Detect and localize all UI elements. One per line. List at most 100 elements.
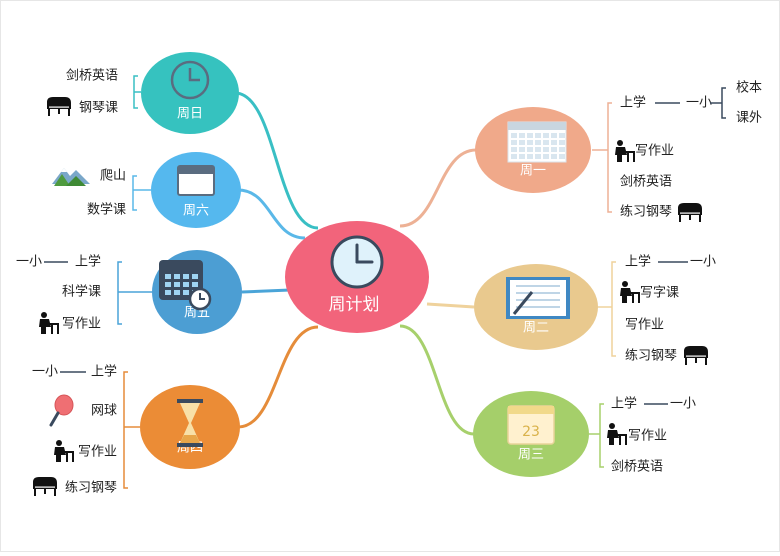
calendar-cell [165,290,171,295]
calendar-grid-cell [519,133,525,138]
hourglass-glass [180,403,200,443]
calendar-grid-cell [551,133,557,138]
calendar-cell [192,274,198,279]
calendar-grid-cell [535,154,541,159]
connector-tuesday [426,302,475,309]
calendar-cell [165,274,171,279]
tuesday-bracket [611,261,616,357]
wednesday-subitem-yixiao: 一小 [670,397,696,412]
monday-subsub-school-based: 校本 [736,80,762,96]
calendar-grid-header [508,122,566,130]
calendar-cell [165,282,171,287]
thursday-bracket [123,371,128,489]
node-saturday-label: 周六 [183,204,209,219]
calendar-grid-cell [551,147,557,152]
calendar-grid-cell [511,133,517,138]
thursday-item-tennis: 网球 [91,404,117,419]
monday-item-school: 上学 [620,95,646,111]
node-sunday-label: 周日 [177,107,203,122]
calendar-cell [174,282,180,287]
hourglass-sand [180,435,200,443]
monday-subitem-yixiao: 一小 [686,96,712,111]
calendar-grid-cell [559,147,565,152]
monday-item-homework: 写作业 [635,144,674,159]
calendar-day-header [508,406,554,414]
tuesday-item-homework: 写作业 [625,318,664,333]
friday-item-science: 科学课 [62,284,101,300]
calendar-cell [174,274,180,279]
node-sunday [141,52,239,134]
calendar-cell [183,274,189,279]
node-monday-label: 周一 [520,164,546,179]
saturday-bracket [132,175,137,211]
calendar-grid-cell [527,133,533,138]
clock-outline-hands [188,68,200,82]
calendar-cell [183,282,189,287]
calendar-grid-cell [551,154,557,159]
calendar-icon-header [178,166,214,174]
hourglass-base [177,443,203,447]
node-layer: 周计划周日周六周五周四周一周二周三23剑桥英语钢琴课爬山数学课上学一小科学课写作… [16,52,762,496]
connector-thursday [237,325,319,429]
calendar-grid-cell [527,154,533,159]
calendar-grid-cell [543,154,549,159]
tuesday-item-calligraphy: 写字课 [640,286,679,301]
calendar-cell [174,290,180,295]
calendar-grid-cell [559,133,565,138]
connector-friday [241,288,291,294]
hourglass-icon [177,399,203,403]
tuesday-item-school: 上学 [625,254,651,270]
calendar-cell [183,290,189,295]
calendar-grid-cell [511,154,517,159]
calendar-grid-cell [511,140,517,145]
calendar-grid-cell [511,147,517,152]
monday-subsub-bracket [721,87,726,119]
saturday-item-hiking: 爬山 [100,169,126,184]
calendar-grid-cell [527,147,533,152]
center-title: 周计划 [329,295,380,315]
friday-item-homework: 写作业 [62,317,101,332]
calendar-grid-cell [519,147,525,152]
thursday-subitem-yixiao: 一小 [32,365,58,380]
calendar-grid-cell [559,154,565,159]
calendar-grid-cell [519,154,525,159]
sunday-item-cambridge-english: 剑桥英语 [66,68,118,84]
clock-outline-icon [170,60,210,100]
friday-item-school: 上学 [75,254,101,270]
monday-item-cambridge-english: 剑桥英语 [620,174,672,190]
calendar-grid-cell [543,140,549,145]
thursday-item-piano: 练习钢琴 [65,481,117,496]
connector-wednesday [399,324,475,436]
wednesday-bracket [599,403,604,468]
monday-item-piano: 练习钢琴 [620,205,672,220]
calendar-grid-cell [559,140,565,145]
calendar-day-number: 23 [522,424,540,440]
calendar-grid-cell [551,140,557,145]
calendar-grid-cell [519,140,525,145]
sunday-item-piano-lesson: 钢琴课 [79,101,118,116]
calendar-grid-cell [535,140,541,145]
calendar-grid-cell [543,133,549,138]
tuesday-item-piano: 练习钢琴 [625,349,677,364]
saturday-item-math: 数学课 [87,202,126,218]
calendar-grid-cell [535,133,541,138]
monday-subsub-extracurricular: 课外 [736,111,762,126]
connector-sunday [234,91,319,230]
friday-bracket [117,261,122,325]
calendar-grid-cell [527,140,533,145]
calendar-cell [192,282,198,287]
wednesday-item-school: 上学 [611,396,637,412]
connector-monday [399,148,477,228]
wednesday-item-homework: 写作业 [628,429,667,444]
connector-layer [234,91,477,436]
node-tuesday-label: 周二 [523,321,549,336]
thursday-item-homework: 写作业 [78,445,117,460]
node-wednesday-label: 周三 [518,448,544,463]
monday-bracket [607,102,612,213]
connector-saturday [237,188,306,240]
calendar-grid-cell [535,147,541,152]
friday-subitem-yixiao: 一小 [16,255,42,270]
